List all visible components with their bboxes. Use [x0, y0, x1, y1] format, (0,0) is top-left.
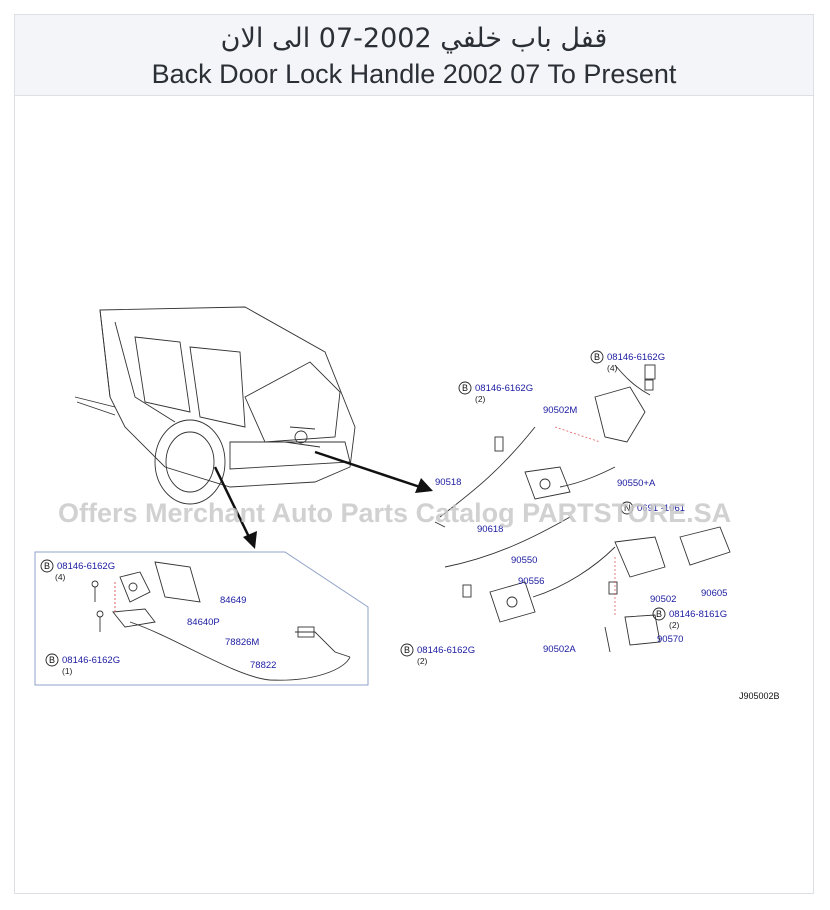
label-78822: 78822	[250, 660, 276, 671]
exploded-view-svg: B 08146-6162G (4) 84649 84640P 78826M 78…	[34, 306, 780, 701]
nut-symbol: N	[624, 503, 631, 513]
qty-bolt-top-right: (4)	[607, 363, 618, 373]
vehicle-sketch	[74, 306, 356, 505]
label-90570: 90570	[657, 634, 683, 645]
bolt-symbol: B	[594, 352, 600, 362]
label-bolt-8161: 08146-8161G	[669, 609, 727, 620]
label-90605: 90605	[701, 588, 727, 599]
qty-bolt-8161: (2)	[669, 620, 680, 630]
bolt-symbol: B	[462, 383, 468, 393]
page-header: قفل باب خلفي 2002-07 الى الان Back Door …	[15, 15, 813, 96]
qty-inset-bolt-bottom: (1)	[62, 666, 73, 676]
guide-lines	[554, 426, 616, 617]
title-arabic: قفل باب خلفي 2002-07 الى الان	[220, 23, 608, 54]
inset-panel: B 08146-6162G (4) 84649 84640P 78826M 78…	[34, 551, 369, 686]
label-84649: 84649	[220, 595, 246, 606]
bolt-symbol: B	[44, 561, 50, 571]
label-inset-bolt-top: 08146-6162G	[57, 561, 115, 572]
label-90502M: 90502M	[543, 405, 577, 416]
label-90502: 90502	[650, 594, 676, 605]
reference-code: J905002B	[739, 691, 780, 701]
bolt-symbol: B	[656, 609, 662, 619]
callout-arrows	[213, 450, 433, 549]
title-english: Back Door Lock Handle 2002 07 To Present	[151, 59, 677, 89]
label-bolt-top-mid: 08146-6162G	[475, 383, 533, 394]
label-78826M: 78826M	[225, 637, 259, 648]
label-inset-bolt-bottom: 08146-6162G	[62, 655, 120, 666]
bolt-symbol: B	[49, 655, 55, 665]
label-84640P: 84640P	[187, 617, 220, 628]
label-bolt-top-right: 08146-6162G	[607, 352, 665, 363]
label-bolt-bottom-mid: 08146-6162G	[417, 645, 475, 656]
label-nut-code: 0691 -1061	[637, 503, 685, 514]
diagram-frame: قفل باب خلفي 2002-07 الى الان Back Door …	[14, 14, 814, 894]
label-90550: 90550	[511, 555, 537, 566]
qty-bolt-top-mid: (2)	[475, 394, 486, 404]
watermark-text: Offers Merchant Auto Parts Catalog PARTS…	[58, 498, 731, 528]
parts-diagram: B 08146-6162G (4) 84649 84640P 78826M 78…	[15, 97, 813, 893]
qty-bolt-bottom-mid: (2)	[417, 656, 428, 666]
label-90550A: 90550+A	[617, 478, 656, 489]
label-90518: 90518	[435, 477, 461, 488]
label-90502A: 90502A	[543, 644, 576, 655]
label-90556: 90556	[518, 576, 544, 587]
bolt-symbol: B	[404, 645, 410, 655]
lock-assembly-parts	[434, 364, 731, 653]
label-90618: 90618	[477, 524, 503, 535]
qty-inset-bolt-top: (4)	[55, 572, 66, 582]
